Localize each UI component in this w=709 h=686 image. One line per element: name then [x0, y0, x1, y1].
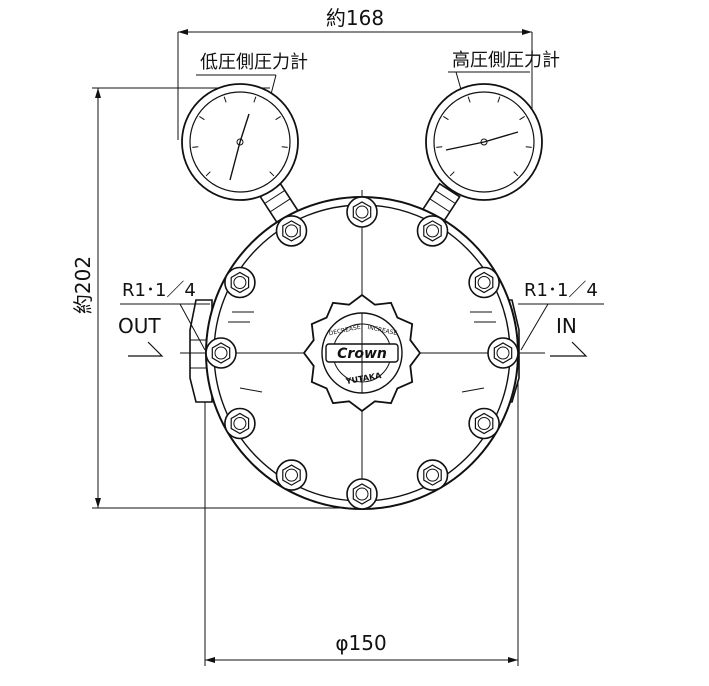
high-pressure-gauge-label: 高圧側圧力計	[452, 50, 560, 71]
flange-bolt	[275, 459, 308, 491]
flange-bolt	[346, 478, 378, 510]
flange-bolt	[468, 407, 500, 440]
flange-bolt	[224, 407, 256, 440]
outlet-thread-label: R1･1／4	[122, 280, 196, 301]
height-dimension-label: 約202	[71, 256, 95, 314]
outlet-callout: R1･1／4 OUT	[118, 280, 210, 357]
high-pressure-gauge	[421, 83, 543, 225]
dimension-diameter-bottom: φ150	[204, 355, 519, 666]
inlet-thread-label: R1･1／4	[524, 280, 598, 301]
width-dimension-label: 約168	[326, 6, 384, 30]
dimension-height-left: 約202	[71, 87, 362, 509]
dimension-width-top: 約168	[177, 6, 533, 140]
flange-bolt	[416, 215, 449, 247]
inlet-label: IN	[556, 314, 577, 338]
low-pressure-gauge	[181, 83, 299, 225]
flange-bolt	[468, 266, 500, 299]
flange-bolt	[346, 196, 378, 228]
inlet-callout: R1･1／4 IN	[518, 280, 604, 357]
low-pressure-gauge-label: 低圧側圧力計	[200, 52, 308, 73]
flange-bolts	[205, 196, 519, 510]
flange-bolt	[205, 337, 237, 369]
flange-bolt	[416, 459, 449, 491]
diameter-dimension-label: φ150	[335, 631, 386, 655]
outlet-port	[189, 299, 213, 403]
outlet-label: OUT	[118, 314, 161, 338]
high-pressure-gauge-callout: 高圧側圧力計	[448, 50, 560, 94]
flange-bolt	[487, 337, 519, 369]
flange-bolt	[275, 215, 308, 247]
flange-bolt	[224, 266, 256, 299]
low-pressure-gauge-callout: 低圧側圧力計	[196, 52, 308, 99]
adjustment-knob: Crown DECREASE INCREASE YUTAKA	[302, 293, 422, 413]
